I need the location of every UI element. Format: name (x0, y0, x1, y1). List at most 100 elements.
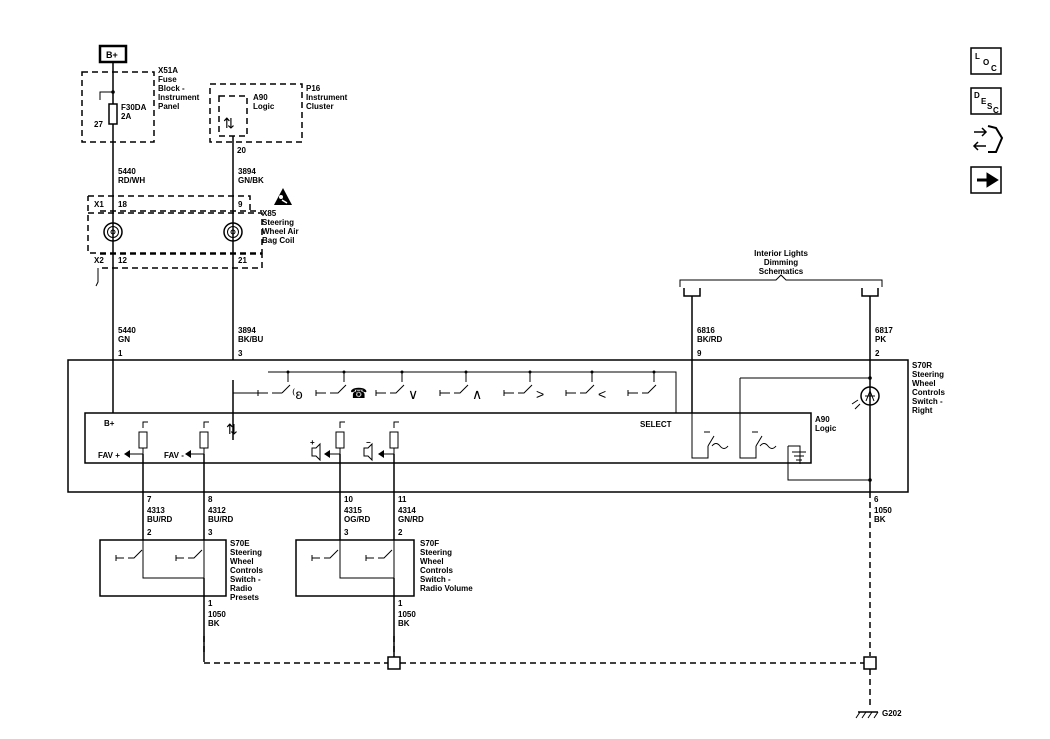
svg-text:Controls: Controls (230, 566, 263, 575)
s70e-outline (99, 539, 227, 597)
svg-text:Steering: Steering (420, 548, 452, 557)
svg-text:GN/RD: GN/RD (398, 515, 424, 524)
svg-text:BK: BK (208, 619, 220, 628)
fav-minus-resistor (185, 421, 209, 492)
svg-text:GN: GN (118, 335, 130, 344)
svg-text:FAV -: FAV - (164, 451, 184, 460)
svg-text:3: 3 (344, 528, 349, 537)
svg-text:3: 3 (238, 349, 243, 358)
svg-text:C: C (993, 106, 999, 115)
svg-text:Panel: Panel (158, 102, 179, 111)
svg-text:S: S (987, 102, 993, 111)
fuse-block-outline (81, 71, 155, 143)
svg-text:11: 11 (398, 495, 407, 504)
airbag-coil-outline (87, 212, 263, 254)
arrow-right-icon (977, 172, 999, 188)
svg-text:A90: A90 (815, 415, 830, 424)
svg-text:Schematics: Schematics (759, 267, 804, 276)
svg-text:X85: X85 (262, 209, 277, 218)
switch-voice: ⁽ʚ (257, 370, 303, 402)
svg-text:20: 20 (237, 146, 246, 155)
svg-text:2: 2 (147, 528, 152, 537)
svg-text:7: 7 (147, 495, 152, 504)
s70r-outline (67, 359, 909, 493)
svg-text:Switch -: Switch - (912, 397, 943, 406)
svg-text:2: 2 (875, 349, 880, 358)
location-button-label: L (975, 52, 980, 61)
chevron-up-icon: ∧ (472, 386, 482, 402)
svg-text:Radio: Radio (230, 584, 252, 593)
coil-spiral-a (103, 222, 123, 242)
svg-text:−: − (366, 438, 371, 447)
svg-text:4315: 4315 (344, 506, 362, 515)
speaker-down-icon (363, 442, 373, 462)
svg-text:18: 18 (118, 200, 127, 209)
svg-text:BU/RD: BU/RD (147, 515, 173, 524)
svg-text:1: 1 (398, 599, 403, 608)
svg-text:8: 8 (208, 495, 213, 504)
svg-text:BK/BU: BK/BU (238, 335, 264, 344)
svg-text:Bag Coil: Bag Coil (262, 236, 294, 245)
svg-text:RD/WH: RD/WH (118, 176, 145, 185)
svg-text:GN/BK: GN/BK (238, 176, 264, 185)
svg-text:S70F: S70F (420, 539, 439, 548)
next-page-button[interactable] (970, 166, 1002, 194)
svg-text:4313: 4313 (147, 506, 165, 515)
svg-text:5440: 5440 (118, 167, 136, 176)
chevron-down-icon: ∨ (408, 386, 418, 402)
svg-text:2: 2 (398, 528, 403, 537)
speaker-up-icon (311, 442, 321, 462)
svg-text:PK: PK (875, 335, 886, 344)
svg-text:9: 9 (697, 349, 702, 358)
svg-text:Radio Volume: Radio Volume (420, 584, 473, 593)
svg-text:4312: 4312 (208, 506, 226, 515)
svg-text:Wheel Air: Wheel Air (262, 227, 299, 236)
switch-bus (268, 371, 677, 413)
dimming-switch-1 (691, 413, 729, 459)
splice-1 (387, 656, 401, 670)
svg-text:Steering: Steering (230, 548, 262, 557)
svg-text:21: 21 (238, 256, 247, 265)
svg-text:4314: 4314 (398, 506, 416, 515)
cluster-outline (209, 83, 303, 143)
svg-text:Wheel: Wheel (420, 557, 444, 566)
svg-text:BK: BK (398, 619, 410, 628)
svg-text:BK: BK (874, 515, 886, 524)
svg-text:1050: 1050 (398, 610, 416, 619)
bidirectional-arrows-icon-2: ⇅ (226, 421, 238, 437)
svg-text:E: E (981, 97, 987, 106)
description-button[interactable]: D E S C (970, 87, 1002, 115)
svg-text:Logic: Logic (815, 424, 837, 433)
svg-text:1: 1 (118, 349, 123, 358)
bplus-label: B+ (106, 50, 118, 60)
svg-text:A90: A90 (253, 93, 268, 102)
svg-text:Dimming: Dimming (764, 258, 798, 267)
svg-text:Steering: Steering (912, 370, 944, 379)
switch-down: ∨ (375, 370, 418, 402)
volume-up-resistor: + (310, 421, 345, 492)
connector-button[interactable] (972, 125, 1004, 153)
location-button[interactable]: L O C (970, 47, 1002, 75)
cluster-ref: P16 (306, 84, 321, 93)
ground-g202-icon (855, 711, 879, 719)
phone-hangup-icon: ☎ (350, 385, 367, 401)
fuse-symbol (108, 103, 118, 125)
chevron-right-icon: > (536, 386, 544, 402)
fuse-rating: 2A (121, 112, 131, 121)
ground-ref: G202 (882, 709, 902, 718)
svg-text:Wheel: Wheel (230, 557, 254, 566)
svg-text:1050: 1050 (208, 610, 226, 619)
switch-left: < (565, 370, 606, 402)
svg-text:S70R: S70R (912, 361, 932, 370)
switch-row: ⁽ʚ ☎ ∨ ∧ > < (257, 370, 657, 402)
svg-text:BU/RD: BU/RD (208, 515, 234, 524)
fuse-pin: 27 (94, 120, 103, 129)
select-label: SELECT (640, 420, 672, 429)
svg-text:Steering: Steering (262, 218, 294, 227)
svg-text:Controls: Controls (912, 388, 945, 397)
svg-text:3894: 3894 (238, 167, 256, 176)
dimming-switch-2 (739, 376, 872, 459)
s70f-switches (311, 540, 395, 579)
svg-text:Presets: Presets (230, 593, 259, 602)
svg-text:+: + (310, 438, 315, 447)
